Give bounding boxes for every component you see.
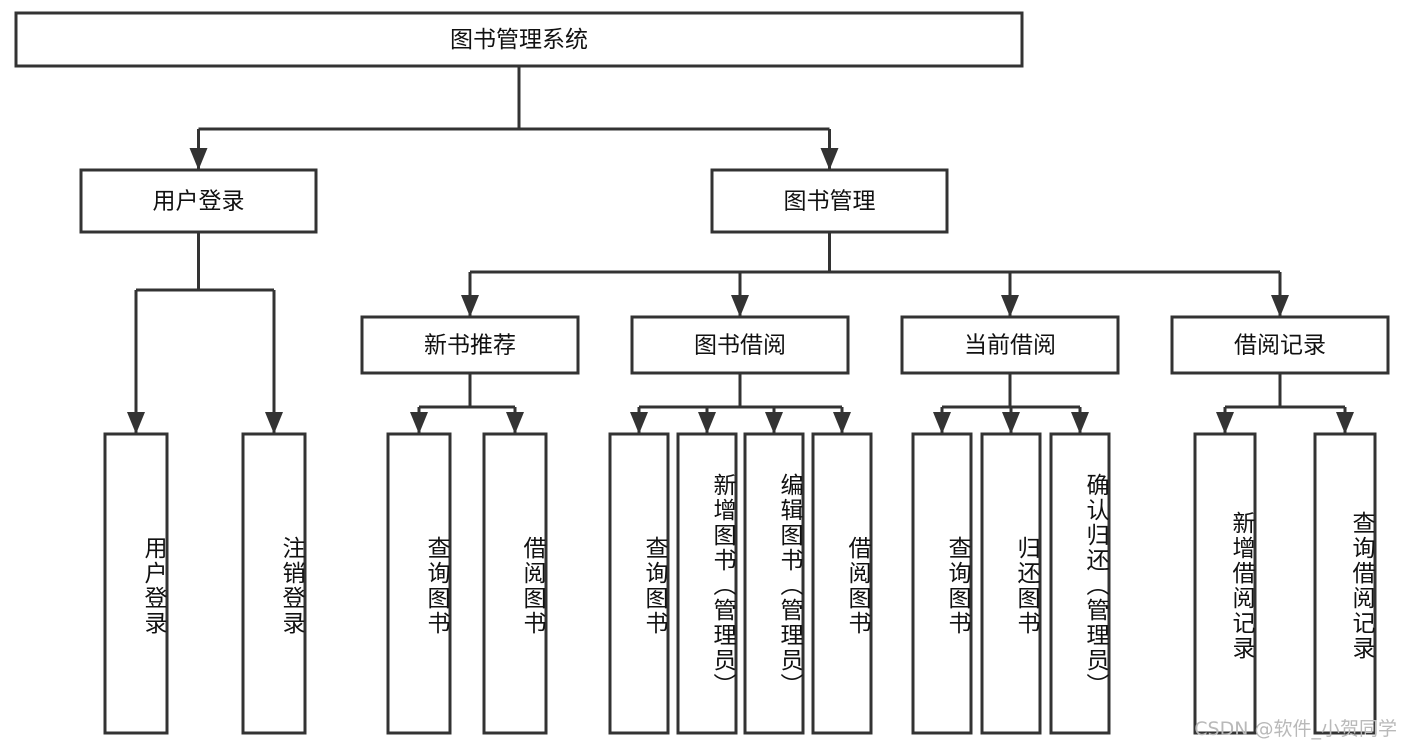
node-box-user-login-do	[103, 432, 169, 735]
node-box-add-book-admin	[676, 432, 738, 735]
node-label-current-borrow: 当前借阅	[964, 333, 1056, 359]
arrow-head-icon-add-borrow-record	[1216, 412, 1234, 434]
node-box-root	[14, 11, 1024, 68]
node-label-new-book-recommend: 新书推荐	[424, 333, 516, 359]
arrow-head-icon-edit-book-admin	[765, 412, 783, 434]
node-box-borrow-book-1	[482, 432, 548, 735]
arrow-head-icon-borrow-record	[1271, 295, 1289, 317]
arrow-head-icon-user-login-do	[127, 412, 145, 434]
arrow-head-icon-user-logout	[265, 412, 283, 434]
node-box-add-borrow-record	[1193, 432, 1257, 735]
node-box-book-manage	[710, 168, 949, 234]
connector-layer	[127, 66, 1354, 434]
arrow-head-icon-query-book-3	[933, 412, 951, 434]
arrow-head-icon-book-borrow	[731, 295, 749, 317]
arrow-head-icon-query-book-1	[410, 412, 428, 434]
arrow-head-icon-confirm-return-admin	[1071, 412, 1089, 434]
arrow-head-icon-user-login	[189, 148, 208, 170]
node-box-return-book	[980, 432, 1042, 735]
node-box-query-book-1	[386, 432, 452, 735]
arrow-head-icon-book-manage	[820, 148, 839, 170]
node-box-query-borrow-record	[1313, 432, 1377, 735]
node-label-root: 图书管理系统	[450, 27, 588, 53]
node-box-user-login	[79, 168, 318, 234]
arrow-head-icon-query-borrow-record	[1336, 412, 1354, 434]
node-box-query-book-3	[911, 432, 973, 735]
arrow-head-icon-add-book-admin	[698, 412, 716, 434]
node-box-edit-book-admin	[743, 432, 805, 735]
node-box-confirm-return-admin	[1049, 432, 1111, 735]
arrow-head-icon-borrow-book-1	[506, 412, 524, 434]
node-box-borrow-book-2	[811, 432, 873, 735]
arrow-head-icon-new-book-recommend	[461, 295, 479, 317]
node-box-borrow-record	[1170, 315, 1390, 375]
node-box-new-book-recommend	[360, 315, 580, 375]
arrow-head-icon-return-book	[1002, 412, 1020, 434]
arrow-head-icon-query-book-2	[630, 412, 648, 434]
node-box-user-logout	[241, 432, 307, 735]
watermark: CSDN @软件_小贺同学	[1194, 718, 1397, 740]
arrow-head-icon-current-borrow	[1001, 295, 1019, 317]
node-box-current-borrow	[900, 315, 1120, 375]
arrow-head-icon-borrow-book-2	[833, 412, 851, 434]
node-box-query-book-2	[608, 432, 670, 735]
node-label-book-borrow: 图书借阅	[694, 333, 786, 359]
node-box-layer	[14, 11, 1390, 735]
node-label-book-manage: 图书管理	[784, 189, 876, 215]
node-label-borrow-record: 借阅记录	[1234, 333, 1326, 359]
node-label-user-login: 用户登录	[153, 189, 245, 215]
node-box-book-borrow	[630, 315, 850, 375]
